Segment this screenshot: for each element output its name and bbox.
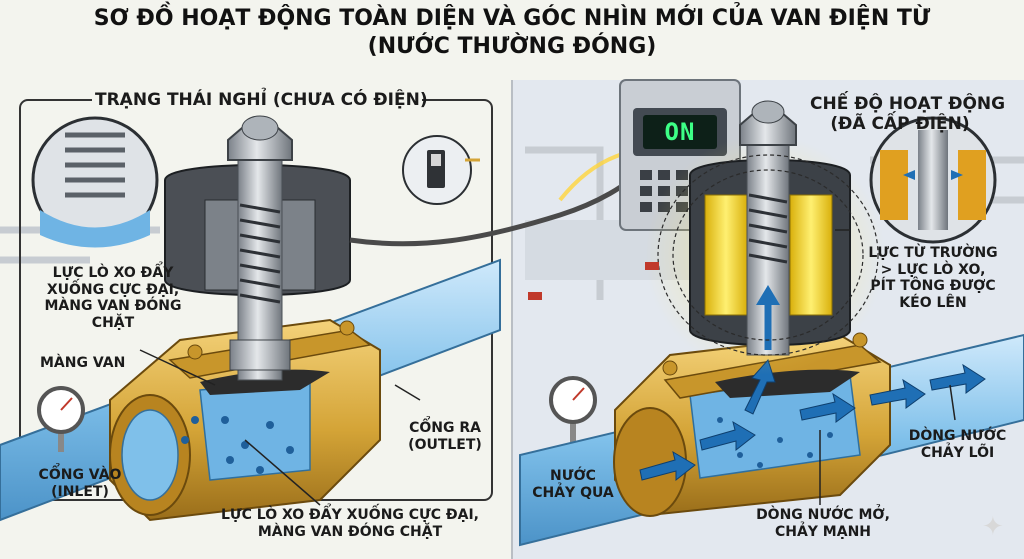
left-switch-inset: [402, 135, 480, 205]
title-line-2: (NƯỚC THƯỜNG ĐÓNG): [367, 34, 657, 59]
right-panel-title-line-2: (ĐÃ CẤP ĐIỆN): [830, 114, 970, 135]
left-solenoid: [164, 115, 351, 381]
left-bottom-callout: LỰC LÒ XO ĐẨY XUỐNG CỰC ĐẠI, MÀNG VAN ĐÓ…: [210, 507, 490, 540]
flow-in-line-2: CHẢY QUA: [532, 484, 614, 501]
left-spring-callout: LỰC LÒ XO ĐẨY XUỐNG CỰC ĐẠI, MÀNG VAN ĐÓ…: [28, 265, 198, 331]
right-panel-title-line-1: CHẾ ĐỘ HOẠT ĐỘNG: [810, 94, 1006, 114]
outlet-label-line-1: CỔNG RA: [409, 420, 481, 436]
left-membrane: [200, 369, 330, 395]
right-solenoid: [645, 100, 885, 375]
left-spring-callout-line-2: XUỐNG CỰC ĐẠI,: [46, 281, 180, 298]
leader-lines: [139, 229, 956, 506]
open-flow-line-2: CHẢY MẠNH: [774, 523, 872, 540]
magnetic-force-line-1: LỰC TỪ TRƯỜNG: [868, 245, 998, 261]
control-display: ON: [643, 115, 717, 149]
left-water-dots: [181, 416, 294, 474]
left-valve-body: [109, 318, 381, 522]
left-spring-callout-line-3: MÀNG VAN ĐÓNG: [44, 298, 182, 315]
title-line-1: SƠ ĐỒ HOẠT ĐỘNG TOÀN DIỆN VÀ GÓC NHÌN MỚ…: [93, 6, 931, 31]
left-spring-callout-line-4: CHẶT: [91, 314, 135, 331]
inlet-label-line-2: (INLET): [51, 483, 109, 500]
inlet-label-line-1: CỔNG VÀO: [38, 467, 122, 483]
left-pressure-gauge: [37, 386, 85, 452]
magnetic-force-line-4: KÉO LÊN: [899, 294, 967, 311]
left-panel-title: TRẠNG THÁI NGHỈ (CHƯA CÓ ĐIỆN): [95, 90, 428, 110]
right-force-inset: [869, 116, 997, 244]
open-flow-line-1: DÒNG NƯỚC MỞ,: [756, 507, 890, 523]
core-flow-line-2: CHẢY LÕI: [920, 444, 995, 461]
left-title-backing: [92, 90, 422, 112]
magnetic-force-callout: LỰC TỪ TRƯỜNG > LỰC LÒ XO, PÍT TÔNG ĐƯỢC…: [852, 245, 1014, 311]
flow-in-line-1: NƯỚC: [550, 468, 596, 484]
right-panel-title: CHẾ ĐỘ HOẠT ĐỘNG (ĐÃ CẤP ĐIỆN): [810, 94, 1006, 135]
magnetic-force-line-3: PÍT TÔNG ĐƯỢC: [870, 278, 996, 295]
left-bottom-callout-line-2: MÀNG VAN ĐÓNG CHẶT: [257, 523, 443, 540]
flow-in-label: NƯỚC CHẢY QUA: [528, 468, 618, 501]
right-pressure-gauge: [549, 376, 597, 442]
inlet-label: CỔNG VÀO (INLET): [30, 467, 130, 500]
left-spring-inset: [31, 116, 159, 248]
left-bottom-callout-line-1: LỰC LÒ XO ĐẨY XUỐNG CỰC ĐẠI,: [221, 507, 479, 523]
outlet-label-line-2: (OUTLET): [408, 436, 482, 453]
core-flow-line-1: DÒNG NƯỚC: [908, 428, 1007, 444]
sparkle-icon: ✦: [982, 512, 1004, 542]
membrane-label: MÀNG VAN: [40, 355, 126, 371]
open-flow-label: DÒNG NƯỚC MỞ, CHẢY MẠNH: [748, 507, 898, 540]
core-flow-label: DÒNG NƯỚC CHẢY LÕI: [900, 428, 1015, 461]
right-water-dots: [717, 417, 833, 468]
outlet-label: CỔNG RA (OUTLET): [400, 420, 490, 453]
left-spring-callout-line-1: LỰC LÒ XO ĐẨY: [52, 265, 174, 281]
magnetic-field-lines: [657, 154, 879, 356]
right-membrane-raised: [715, 369, 860, 398]
background-valve-knobs: [528, 262, 659, 300]
magnetic-force-line-2: > LỰC LÒ XO,: [880, 261, 986, 278]
